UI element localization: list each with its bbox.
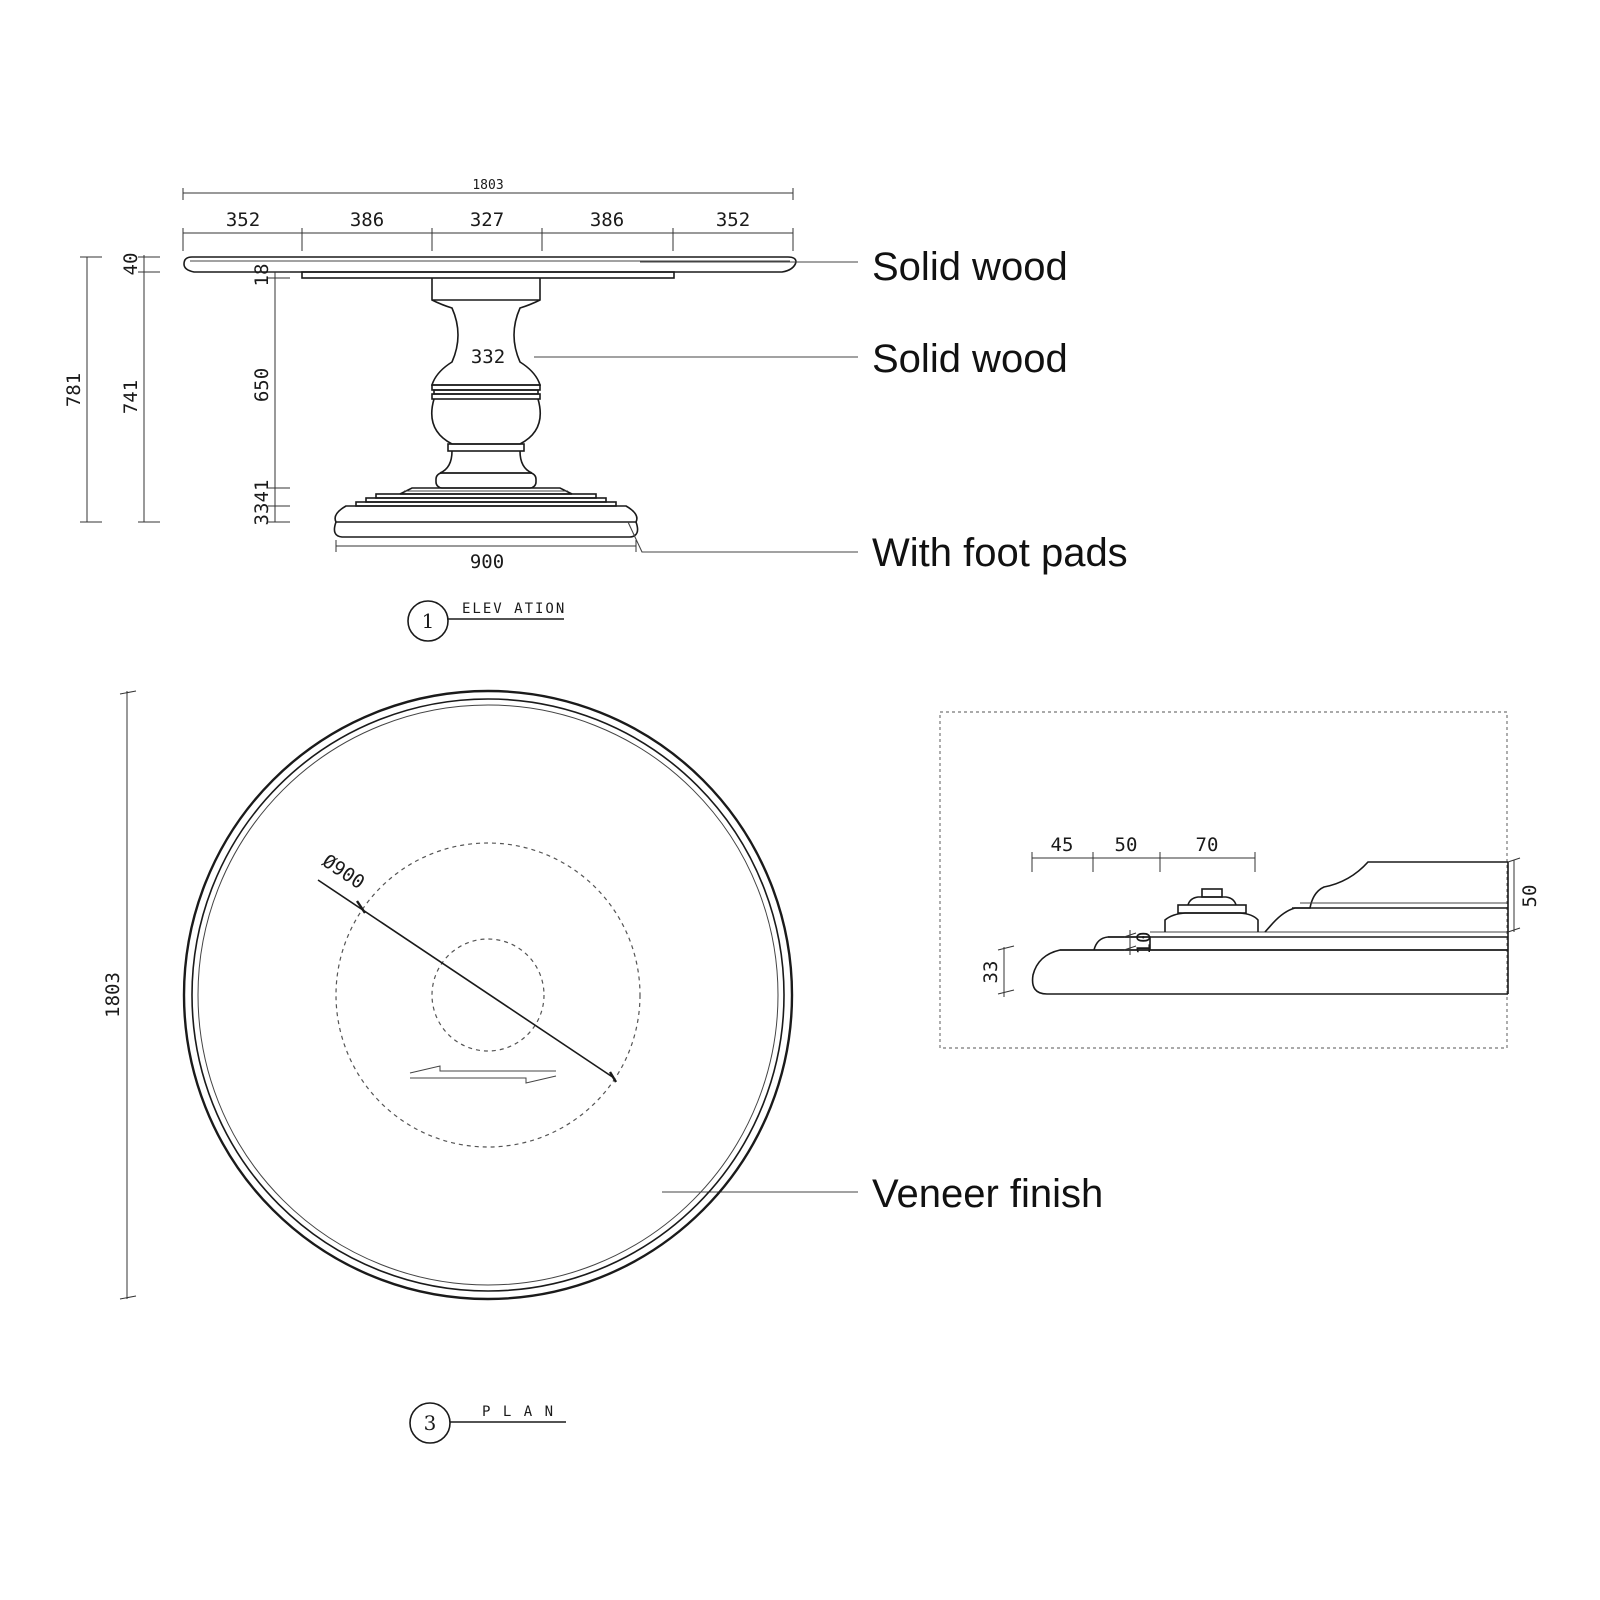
dim-segments: 352 386 327 386 352: [182, 209, 794, 251]
detail-dim-1: 45: [1051, 834, 1074, 856]
dim-base-width: 900: [335, 540, 637, 573]
pedestal-diameter-label: 332: [471, 346, 505, 368]
plan-diameter-label: 1803: [102, 972, 124, 1018]
detail-step-label: 10: [1133, 932, 1155, 955]
detail-edge-height-label: 50: [1519, 885, 1541, 908]
plan-title-block: 3 P L A N: [409, 1402, 566, 1444]
plan-view: Ø900 1803 3 P L A N: [102, 689, 794, 1444]
table-top: [183, 256, 797, 279]
detail-dim-3: 70: [1196, 834, 1219, 856]
segment-5-label: 352: [716, 209, 750, 231]
detail-base-thickness-label: 33: [980, 961, 1002, 984]
callout-top-material: Solid wood: [872, 245, 1068, 289]
pedestal: [399, 278, 573, 495]
segment-3-label: 327: [470, 209, 504, 231]
elevation-number: 1: [422, 609, 435, 633]
total-height-label: 781: [63, 373, 85, 407]
segment-1-label: 352: [226, 209, 260, 231]
detail-dims-top: 45 50 70: [1031, 834, 1256, 872]
detail-dim-edge-height: 50: [1507, 857, 1541, 933]
base-width-label: 900: [470, 551, 504, 573]
plan-number: 3: [424, 1411, 437, 1435]
top-thickness-label: 40: [120, 253, 142, 276]
elevation-title-block: 1 ELEV ATION: [407, 600, 566, 642]
dim-total-height: 781: [63, 256, 102, 523]
detail-view: 45 50 70 50 10 33: [939, 711, 1541, 1049]
callout-pedestal-material: Solid wood: [872, 337, 1068, 381]
pedestal-base: [333, 493, 639, 538]
grain-direction-arrow: [409, 1065, 557, 1084]
detail-profile: [1031, 861, 1509, 995]
segment-2-label: 386: [350, 209, 384, 231]
callout-base-note: With foot pads: [872, 531, 1128, 575]
dim-top-thickness: 40: [120, 253, 160, 276]
overall-width-label: 1803: [472, 178, 503, 193]
segment-4-label: 386: [590, 209, 624, 231]
detail-dim-base-thickness: 33: [980, 945, 1015, 997]
dim-base-diameter: Ø900: [317, 850, 618, 1083]
detail-dim-2: 50: [1115, 834, 1138, 856]
plan-title: P L A N: [482, 1404, 555, 1420]
detail-dim-step: 10: [1123, 930, 1155, 955]
base-upper-label: 41: [251, 480, 273, 503]
pedestal-height-label: 650: [251, 368, 273, 402]
callout-plan-finish: Veneer finish: [872, 1172, 1103, 1216]
dim-plan-diameter: 1803: [102, 690, 137, 1300]
base-diameter-label: Ø900: [318, 850, 368, 894]
elevation-title: ELEV ATION: [462, 601, 566, 617]
callouts: Solid wood Solid wood With foot pads Ven…: [534, 245, 1128, 1216]
height-below-top-label: 741: [120, 380, 142, 414]
dim-height-below-top: 741: [120, 271, 160, 523]
dim-overall-width: 1803: [182, 178, 794, 200]
elevation-view: 1803 352 386 327 386 352: [63, 178, 797, 642]
apron-thickness-label: 18: [251, 264, 273, 287]
base-lower-label: 33: [251, 503, 273, 526]
dim-pedestal-height: 18 650 41 33: [251, 264, 290, 526]
